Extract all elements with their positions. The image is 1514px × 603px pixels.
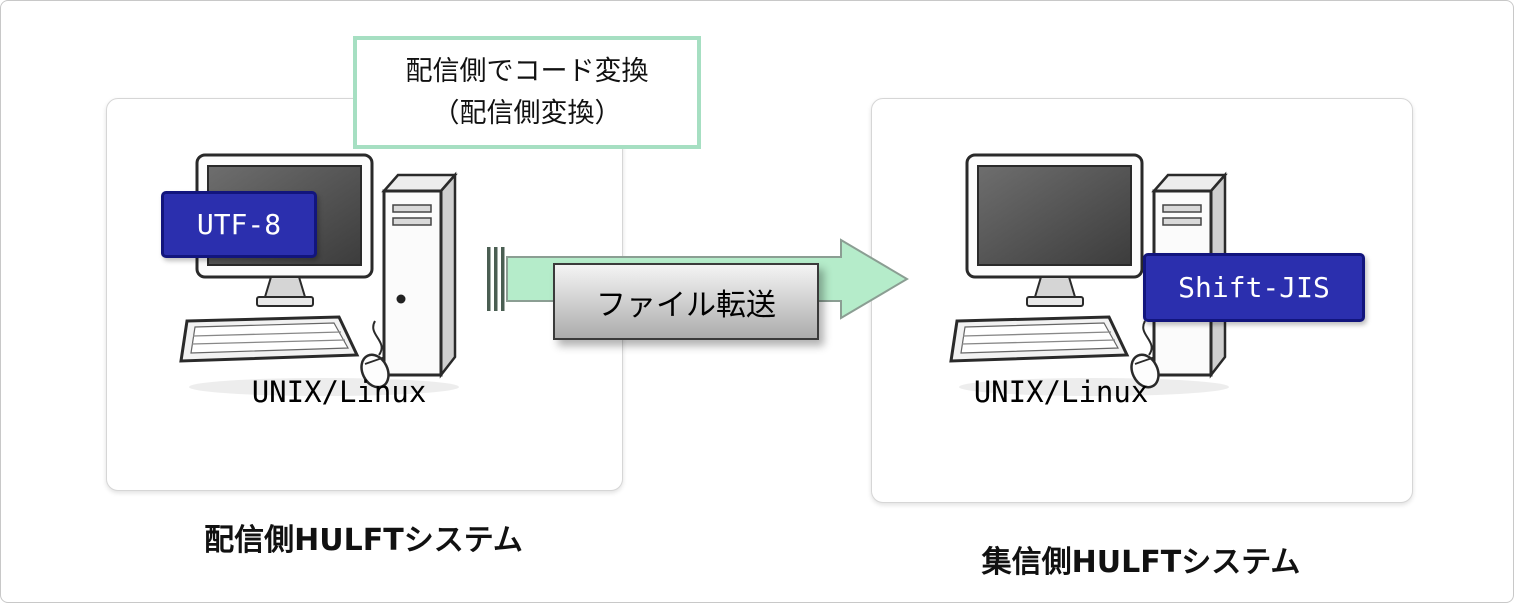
sender-caption: 配信側HULFTシステム [204, 523, 523, 558]
sender-computer-icon [179, 149, 479, 399]
sender-encoding-badge: UTF-8 [161, 191, 317, 258]
receiver-caption: 集信側HULFTシステム [981, 545, 1301, 580]
callout-line-2: （配信側変換） [432, 97, 622, 129]
transfer-label: ファイル転送 [553, 263, 819, 340]
callout-line-1: 配信側でコード変換 [405, 55, 649, 87]
sender-os-label: UNIX/Linux [251, 375, 427, 409]
receiver-os-label: UNIX/Linux [973, 375, 1149, 409]
conversion-callout: 配信側でコード変換 （配信側変換） [353, 36, 701, 149]
receiver-encoding-badge: Shift-JIS [1143, 253, 1365, 322]
